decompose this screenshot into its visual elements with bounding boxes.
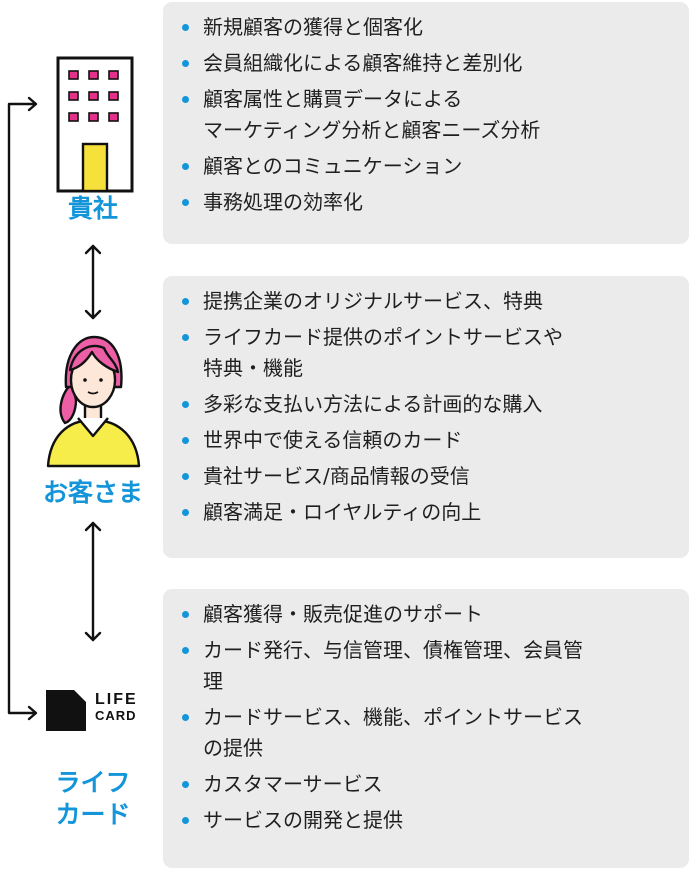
benefit-item: 顧客満足・ロイヤルティの向上 — [181, 497, 671, 528]
benefit-text: カードサービス、機能、ポイントサービス の提供 — [203, 705, 583, 760]
benefit-item: 新規顧客の獲得と個客化 — [181, 12, 671, 43]
benefit-text: 顧客満足・ロイヤルティの向上 — [203, 500, 482, 524]
benefit-text: カスタマーサービス — [203, 772, 383, 796]
logo-line-1: LIFE — [95, 691, 138, 708]
benefit-text: 会員組織化による顧客維持と差別化 — [203, 51, 523, 75]
benefit-item: 顧客とのコミュニケーション — [181, 151, 671, 182]
benefit-text: 顧客とのコミュニケーション — [203, 154, 463, 178]
bullet-dot-icon — [182, 437, 189, 444]
bullet-dot-icon — [182, 199, 189, 206]
bullet-dot-icon — [182, 96, 189, 103]
benefit-text: 提携企業のオリジナルサービス、特典 — [203, 289, 543, 313]
office-building-icon — [56, 56, 134, 193]
arrowhead-to-company — [27, 96, 38, 112]
benefit-item: ライフカード提供のポイントサービスや 特典・機能 — [181, 322, 671, 384]
bullet-dot-icon — [182, 509, 189, 516]
customer-benefits-list: 提携企業のオリジナルサービス、特典ライフカード提供のポイントサービスや 特典・機… — [181, 286, 671, 528]
building-door — [81, 142, 109, 193]
benefit-text: 貴社サービス/商品情報の受信 — [203, 464, 470, 488]
benefit-item: カスタマーサービス — [181, 769, 671, 800]
benefit-item: 事務処理の効率化 — [181, 187, 671, 218]
benefit-item: 多彩な支払い方法による計画的な購入 — [181, 389, 671, 420]
company-benefits-list: 新規顧客の獲得と個客化会員組織化による顧客維持と差別化顧客属性と購買データによる… — [181, 12, 671, 218]
lifecard-label-line-2: カード — [55, 800, 131, 829]
benefit-text: 新規顧客の獲得と個客化 — [203, 15, 423, 39]
bullet-dot-icon — [182, 298, 189, 305]
benefit-text: カード発行、与信管理、債権管理、会員管 理 — [203, 638, 583, 693]
benefit-item: カード発行、与信管理、債権管理、会員管 理 — [181, 635, 671, 697]
customer-woman-icon — [46, 335, 141, 468]
bullet-dot-icon — [182, 334, 189, 341]
bullet-dot-icon — [182, 163, 189, 170]
company-label: 貴社 — [67, 194, 118, 223]
benefit-item: 会員組織化による顧客維持と差別化 — [181, 48, 671, 79]
customer-label: お客さま — [42, 478, 143, 507]
benefit-text: ライフカード提供のポイントサービスや 特典・機能 — [203, 325, 563, 380]
double-arrow-customer-lifecard — [84, 521, 102, 642]
connector-line — [7, 102, 37, 715]
bullet-dot-icon — [182, 611, 189, 618]
lifecard-label-line-1: ライフ — [55, 768, 131, 797]
feedback-connector — [7, 96, 38, 721]
benefit-text: 事務処理の効率化 — [203, 190, 363, 214]
bullet-dot-icon — [182, 714, 189, 721]
benefit-text: 多彩な支払い方法による計画的な購入 — [203, 392, 543, 416]
benefit-item: 世界中で使える信頼のカード — [181, 425, 671, 456]
benefit-text: 顧客獲得・販売促進のサポート — [203, 602, 483, 626]
logo-line-2: CARD — [95, 708, 137, 723]
relationship-diagram — [7, 56, 141, 731]
lifecard-logo-icon — [46, 690, 86, 731]
bullet-dot-icon — [182, 24, 189, 31]
bullet-dot-icon — [182, 60, 189, 67]
bullet-dot-icon — [182, 401, 189, 408]
benefit-item: 顧客属性と購買データによる マーケティング分析と顧客ニーズ分析 — [181, 84, 671, 146]
bullet-dot-icon — [182, 647, 189, 654]
benefit-item: 提携企業のオリジナルサービス、特典 — [181, 286, 671, 317]
bullet-dot-icon — [182, 817, 189, 824]
customer-benefits-panel: 提携企業のオリジナルサービス、特典ライフカード提供のポイントサービスや 特典・機… — [163, 276, 689, 558]
benefit-text: サービスの開発と提供 — [203, 808, 403, 832]
benefit-item: 顧客獲得・販売促進のサポート — [181, 599, 671, 630]
arrowhead-to-lifecard — [27, 705, 38, 721]
double-arrow-company-customer — [84, 244, 102, 320]
bullet-dot-icon — [182, 473, 189, 480]
lifecard-logo-text: LIFE CARD — [95, 692, 138, 724]
lifecard-benefits-list: 顧客獲得・販売促進のサポートカード発行、与信管理、債権管理、会員管 理カードサー… — [181, 599, 671, 836]
benefit-text: 世界中で使える信頼のカード — [203, 428, 463, 452]
lifecard-label: ライフ カード — [42, 767, 144, 831]
bullet-dot-icon — [182, 781, 189, 788]
lifecard-benefits-panel: 顧客獲得・販売促進のサポートカード発行、与信管理、債権管理、会員管 理カードサー… — [163, 589, 689, 868]
benefit-item: カードサービス、機能、ポイントサービス の提供 — [181, 702, 671, 764]
benefit-item: サービスの開発と提供 — [181, 805, 671, 836]
benefit-text: 顧客属性と購買データによる マーケティング分析と顧客ニーズ分析 — [203, 87, 541, 142]
benefit-item: 貴社サービス/商品情報の受信 — [181, 461, 671, 492]
company-benefits-panel: 新規顧客の獲得と個客化会員組織化による顧客維持と差別化顧客属性と購買データによる… — [163, 2, 689, 244]
